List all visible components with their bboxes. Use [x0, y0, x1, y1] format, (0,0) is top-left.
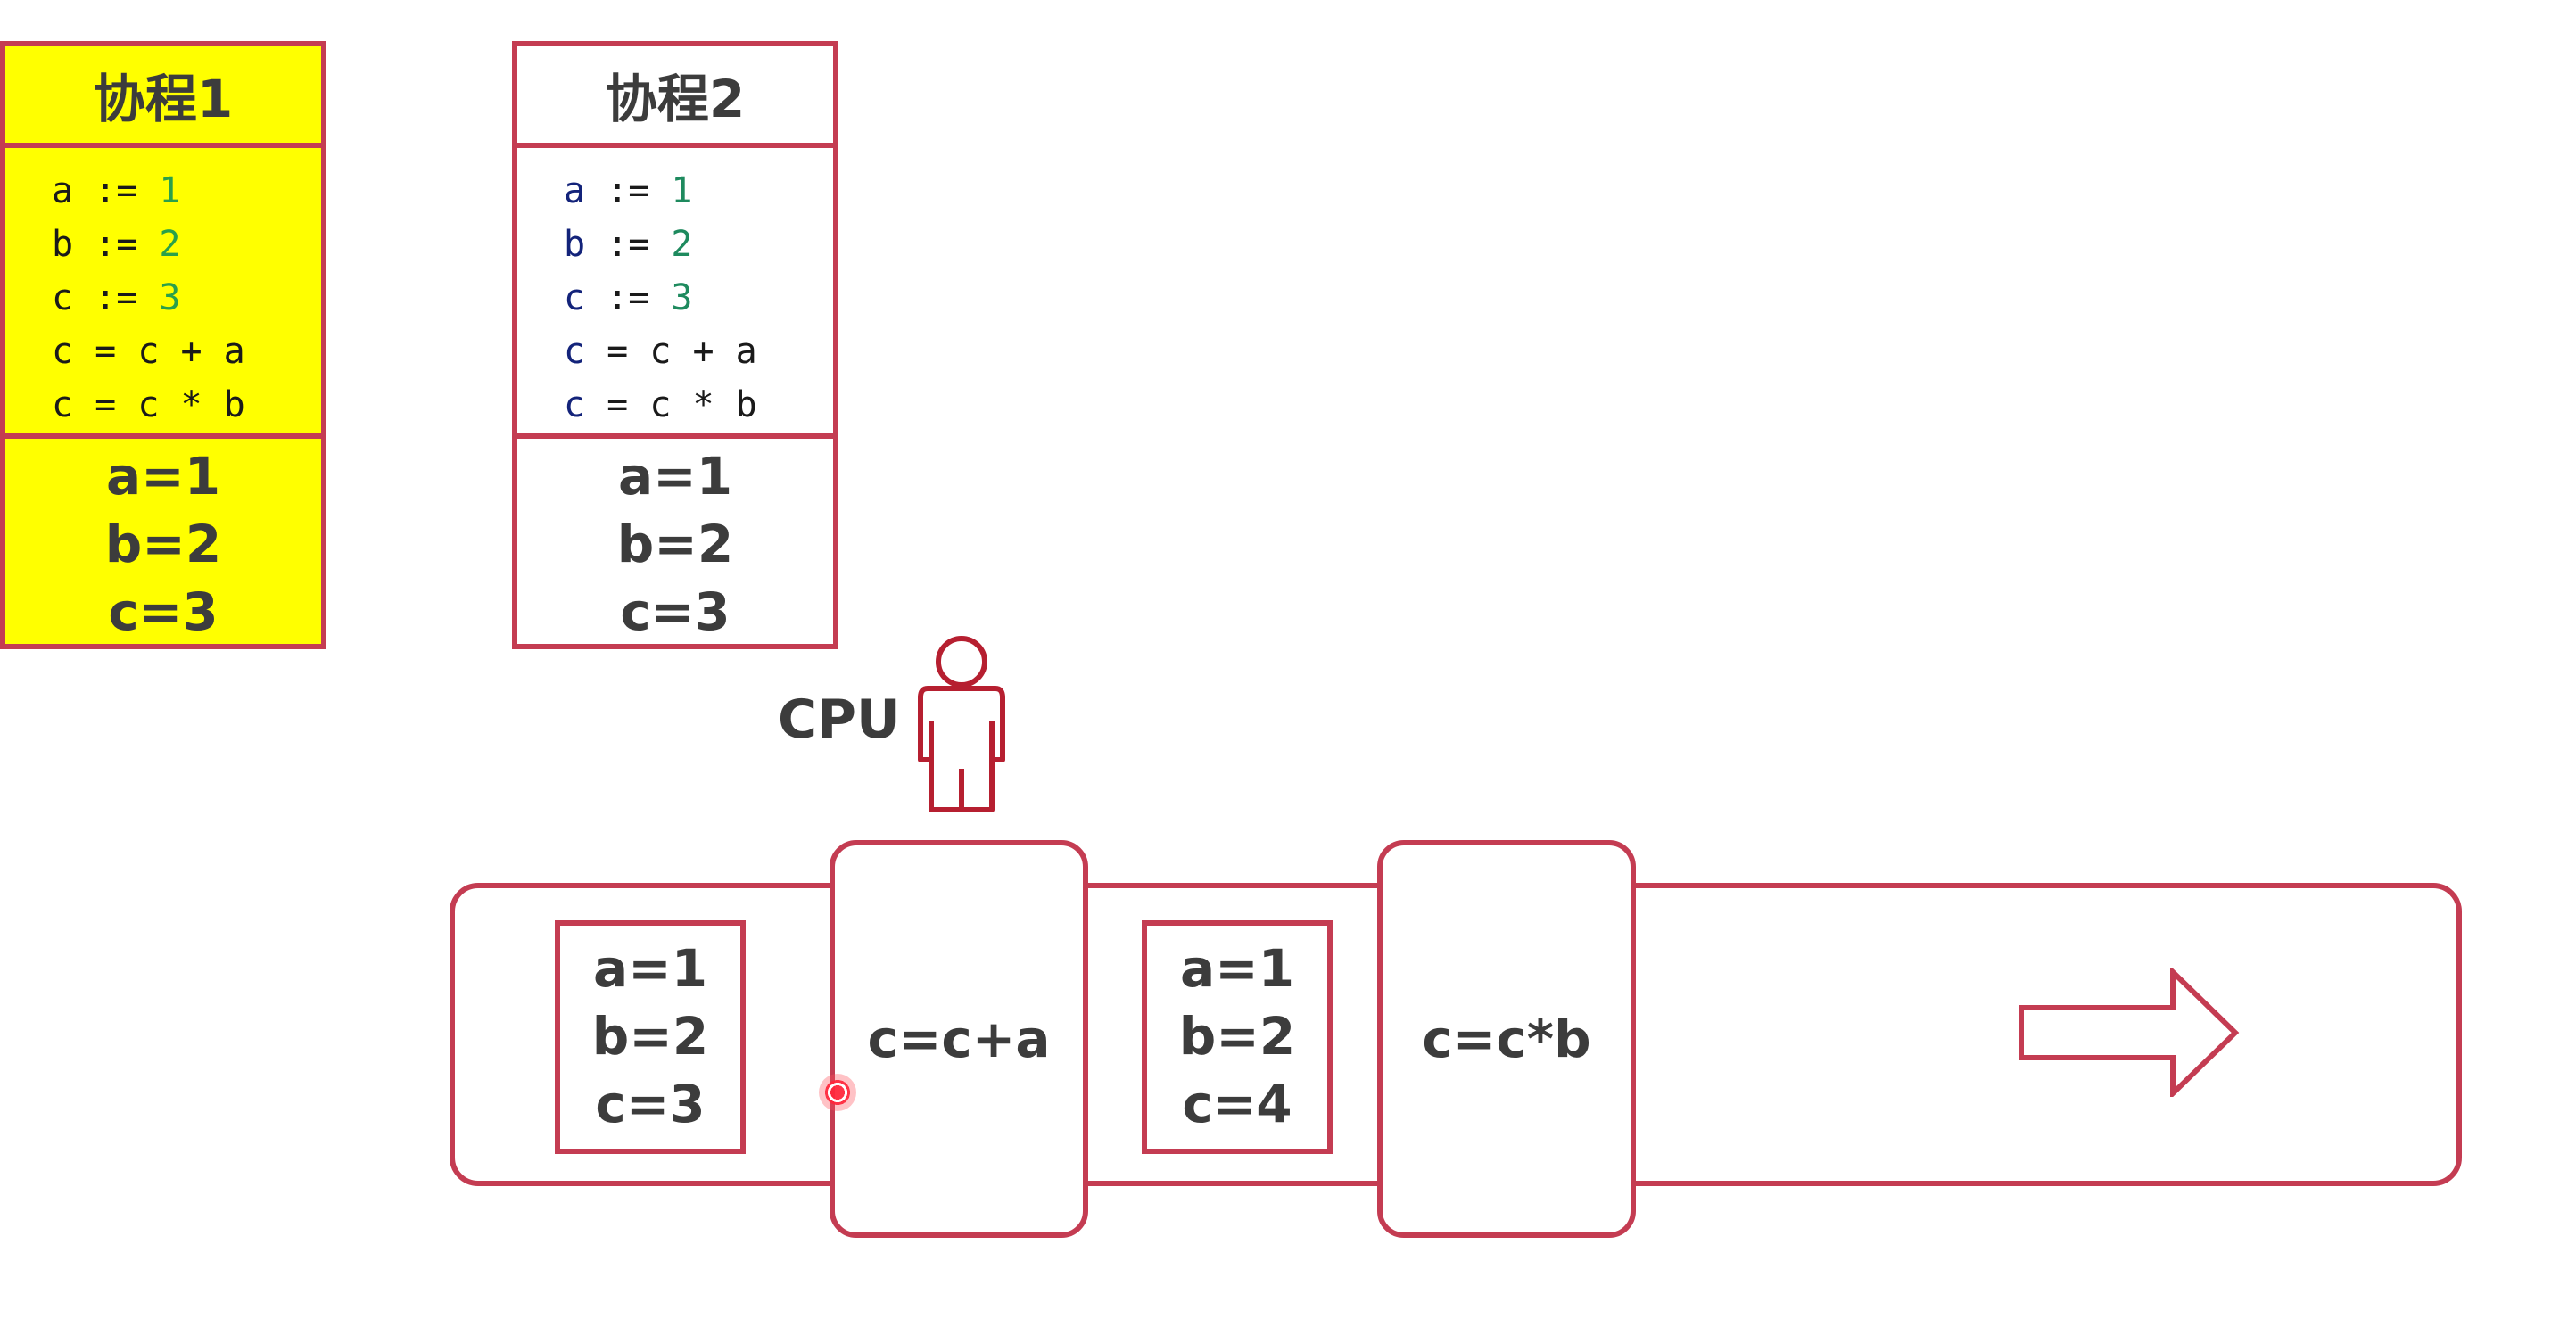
code-line: a := 1 [52, 170, 181, 211]
code-line: c = c + a [52, 331, 245, 372]
code-line: c = c + a [564, 331, 757, 372]
pointer-dot-icon [819, 1074, 856, 1111]
code-line: b := 2 [52, 224, 181, 265]
code-line: c := 3 [564, 277, 693, 318]
cpu-label: CPU [778, 688, 900, 751]
snapshot-value: c=4 [1182, 1074, 1292, 1134]
value-c: c=3 [108, 581, 219, 642]
code-line: c = c * b [52, 384, 245, 425]
coroutine-1-values: a=1 b=2 c=3 [5, 439, 321, 646]
coroutine-1-code: a := 1 b := 2 c := 3 c = c + a c = c * b [5, 148, 321, 439]
coroutine-2-values: a=1 b=2 c=3 [517, 439, 833, 646]
arrow-right-icon [2019, 968, 2240, 1097]
code-line: b := 2 [564, 224, 693, 265]
value-a: a=1 [617, 446, 733, 507]
snapshot-value: b=2 [591, 1006, 709, 1067]
code-line: a := 1 [564, 170, 693, 211]
code-line: c = c * b [564, 384, 757, 425]
coroutine-1-title: 协程1 [5, 46, 321, 148]
snapshot-value: b=2 [1178, 1006, 1296, 1067]
state-snapshot-2: a=1 b=2 c=4 [1142, 920, 1333, 1154]
snapshot-value: a=1 [592, 938, 708, 999]
value-b: b=2 [616, 514, 734, 574]
value-c: c=3 [620, 581, 731, 642]
coroutine-2-title: 协程2 [517, 46, 833, 148]
state-snapshot-1: a=1 b=2 c=3 [555, 920, 746, 1154]
operation-label: c=c*b [1422, 1009, 1591, 1069]
operation-block-1: c=c+a [830, 840, 1088, 1238]
snapshot-value: a=1 [1179, 938, 1295, 999]
value-b: b=2 [104, 514, 222, 574]
operation-label: c=c+a [867, 1009, 1051, 1069]
coroutine-1-panel: 协程1 a := 1 b := 2 c := 3 c = c + a c = c… [0, 41, 326, 649]
person-icon [918, 636, 1005, 812]
snapshot-value: c=3 [595, 1074, 706, 1134]
coroutine-2-code: a := 1 b := 2 c := 3 c = c + a c = c * b [517, 148, 833, 439]
value-a: a=1 [105, 446, 221, 507]
code-line: c := 3 [52, 277, 181, 318]
operation-block-2: c=c*b [1377, 840, 1636, 1238]
coroutine-2-panel: 协程2 a := 1 b := 2 c := 3 c = c + a c = c… [512, 41, 838, 649]
